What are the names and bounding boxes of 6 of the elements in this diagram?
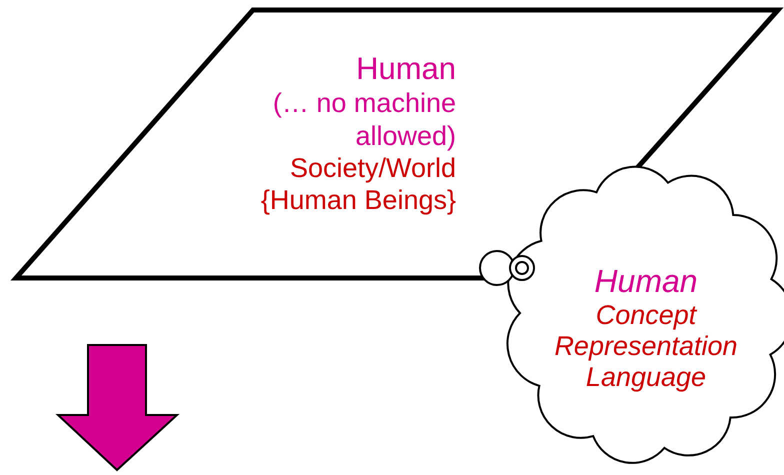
node-title: Human <box>593 263 699 300</box>
node-note: (… no machine allowed) <box>272 87 456 152</box>
node-text: Concept Representation Language <box>553 300 739 393</box>
node-text: Society/World <box>288 152 456 184</box>
node-text: {Human Beings} <box>260 184 456 217</box>
node-title: Human <box>355 50 456 88</box>
